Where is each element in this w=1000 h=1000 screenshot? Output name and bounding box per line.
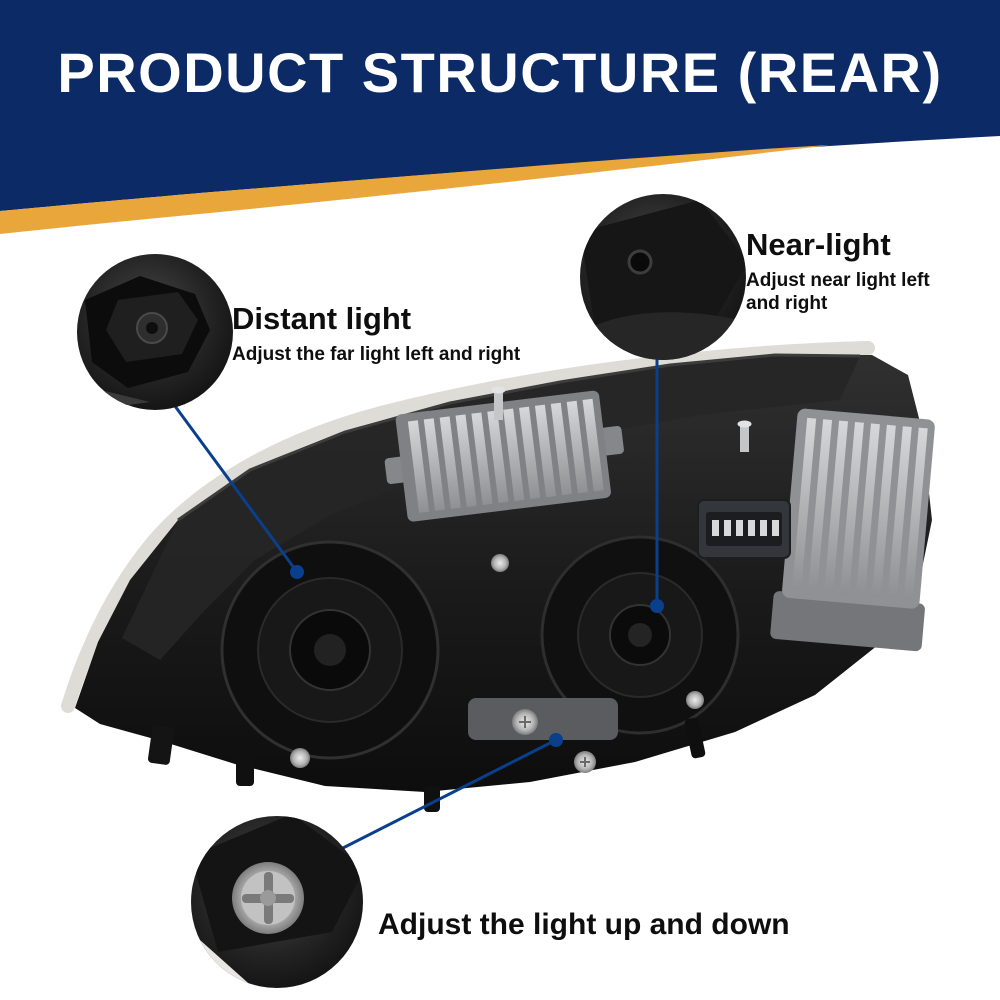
near-light-label: Near-light Adjust near light left and ri… [746, 227, 946, 316]
near-light-title: Near-light [746, 227, 891, 262]
page-title: PRODUCT STRUCTURE (REAR) [57, 41, 943, 104]
distant-light-anchor-dot [290, 565, 304, 579]
callout-connectors [170, 357, 664, 851]
gold-swoosh [0, 145, 830, 234]
wiring-connector [697, 499, 791, 559]
heatsink-right [770, 408, 935, 652]
distant-light-zoom-circle [77, 254, 233, 410]
lower-bracket [468, 698, 618, 740]
distant-light-label: Distant light Adjust the far light left … [232, 301, 612, 366]
header-banner [0, 0, 1000, 234]
lens-rim [61, 341, 875, 713]
projector-housing-right [540, 535, 740, 735]
screws [290, 554, 704, 773]
near-light-anchor-dot [650, 599, 664, 613]
distant-light-title: Distant light [232, 301, 412, 336]
near-light-description: Adjust near light left and right [746, 269, 930, 315]
vertical-adjust-anchor-dot [549, 733, 563, 747]
projector-housing-left [220, 540, 440, 760]
vertical-adjust-label: Adjust the light up and down [378, 908, 938, 942]
near-light-zoom-circle [580, 194, 746, 360]
vertical-adjust-zoom-circle [191, 816, 363, 988]
distant-light-description: Adjust the far light left and right [232, 343, 521, 365]
headlight-illustration [61, 341, 935, 812]
mounting-pins [491, 386, 752, 452]
vertical-adjust-title: Adjust the light up and down [378, 908, 790, 941]
heatsink-center [384, 390, 624, 522]
